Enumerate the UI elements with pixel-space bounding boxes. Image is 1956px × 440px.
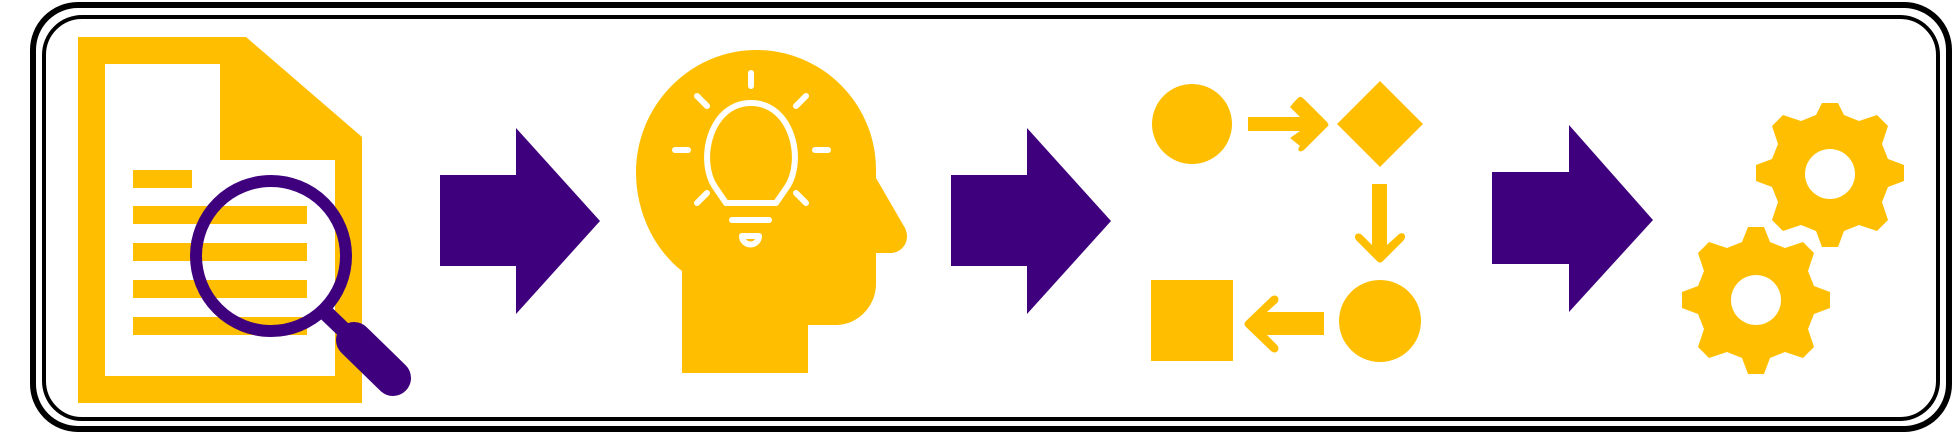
arrow-right-icon <box>1492 125 1653 312</box>
bulb-ray <box>694 93 710 109</box>
bulb-rays <box>672 70 831 206</box>
outer-frame <box>30 2 1952 432</box>
gear-bottom-icon <box>1682 227 1830 374</box>
flow-process-square <box>1151 280 1233 361</box>
magnifier-lens <box>190 175 352 337</box>
flow-arrow-left <box>1244 295 1324 353</box>
bulb-glass <box>704 100 798 206</box>
bulb-ray <box>793 190 809 206</box>
process-flow-icon <box>1151 81 1423 362</box>
bulb-cap <box>739 233 762 248</box>
head-lightbulb-icon <box>636 50 908 373</box>
lightbulb-icon <box>672 70 831 248</box>
text-line <box>133 206 307 224</box>
flow-decision-diamond <box>1337 81 1423 167</box>
head-silhouette <box>636 50 908 373</box>
gear-top-icon <box>1756 103 1904 247</box>
document-fold <box>247 76 304 132</box>
magnifier-handle <box>336 322 411 396</box>
bulb-ray <box>793 93 809 109</box>
arrow-right-icon <box>440 128 600 314</box>
inner-frame <box>42 15 1940 421</box>
text-line <box>133 170 192 188</box>
text-line <box>133 243 307 261</box>
magnifier-icon <box>190 175 411 396</box>
bulb-ray <box>694 190 710 206</box>
gears-icon <box>1682 103 1904 374</box>
arrow-right-icon <box>951 128 1111 314</box>
flow-arrow-right <box>1248 96 1329 152</box>
flow-arrow-down <box>1354 184 1406 263</box>
flow-end-circle <box>1339 280 1421 362</box>
document-search-icon <box>78 37 411 403</box>
flow-start-circle <box>1152 84 1232 164</box>
text-line <box>133 280 307 298</box>
